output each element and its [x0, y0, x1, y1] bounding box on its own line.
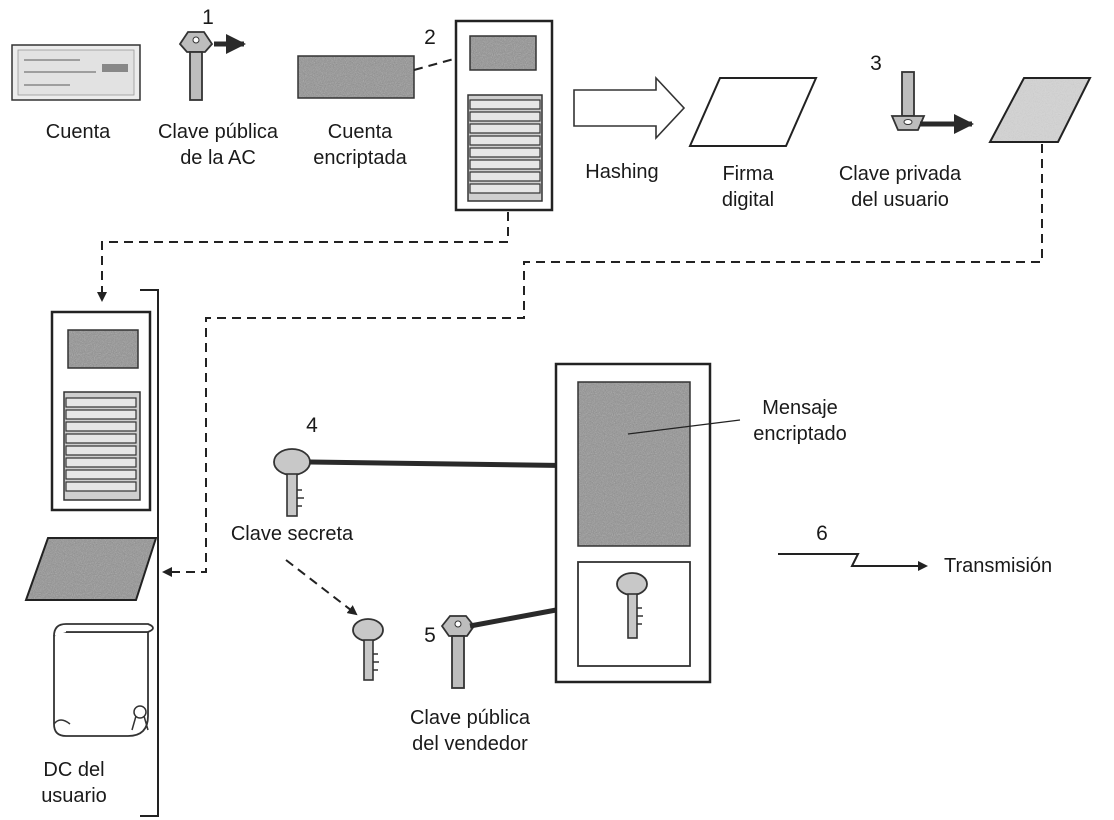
transmision-label: Transmisión	[944, 555, 1052, 577]
step-1-number: 1	[202, 6, 214, 29]
digital-wallet-top	[456, 21, 552, 210]
step-6-number: 6	[816, 522, 828, 545]
clave-publica-ac-label-1: Clave pública	[158, 121, 279, 143]
hashing-arrow	[574, 78, 684, 138]
cuenta-label: Cuenta	[46, 121, 111, 143]
cuenta-encriptada-label-1: Cuenta	[328, 121, 393, 143]
digital-wallet-left	[52, 312, 150, 510]
private-key-icon	[892, 72, 924, 130]
clave-publica-vendedor-label-1: Clave pública	[410, 707, 531, 729]
dc-usuario-label-1: DC del	[43, 759, 104, 781]
secret-key-copy-icon	[353, 619, 383, 680]
step-3-number: 3	[870, 52, 882, 75]
firma-digital-label-1: Firma	[722, 163, 774, 185]
clave-publica-vendedor-label-2: del vendedor	[412, 733, 528, 755]
vendor-public-key-icon	[442, 616, 474, 688]
clave-privada-label-2: del usuario	[851, 189, 949, 211]
firma-digital-label-2: digital	[722, 189, 774, 211]
connector-wallet-to-left	[102, 212, 508, 300]
signature-copy-sheet	[26, 538, 156, 600]
secret-key-icon	[274, 449, 310, 516]
signed-digest-sheet	[990, 78, 1090, 142]
transmission-arrow	[778, 554, 926, 566]
digital-signature-sheet	[690, 78, 816, 146]
encrypted-account-block	[298, 56, 414, 98]
hashing-label: Hashing	[585, 161, 658, 183]
cuenta-encriptada-label-2: encriptada	[313, 147, 407, 169]
dc-usuario-label-2: usuario	[41, 785, 107, 807]
clave-secreta-label: Clave secreta	[231, 523, 354, 545]
arrow-secret-copy	[286, 560, 356, 614]
clave-privada-label-1: Clave privada	[839, 163, 962, 185]
step-5-number: 5	[424, 624, 436, 647]
public-key-icon	[180, 32, 212, 100]
digital-envelope	[556, 364, 710, 682]
mensaje-encriptado-label-1: Mensaje	[762, 397, 838, 419]
certificate-scroll-icon	[54, 624, 153, 736]
step-2-number: 2	[424, 26, 436, 49]
clave-publica-ac-label-2: de la AC	[180, 147, 256, 169]
encrypted-message-block	[578, 382, 690, 546]
step-4-number: 4	[306, 414, 318, 437]
check-document-icon	[12, 45, 140, 100]
mensaje-encriptado-label-2: encriptado	[753, 423, 846, 445]
